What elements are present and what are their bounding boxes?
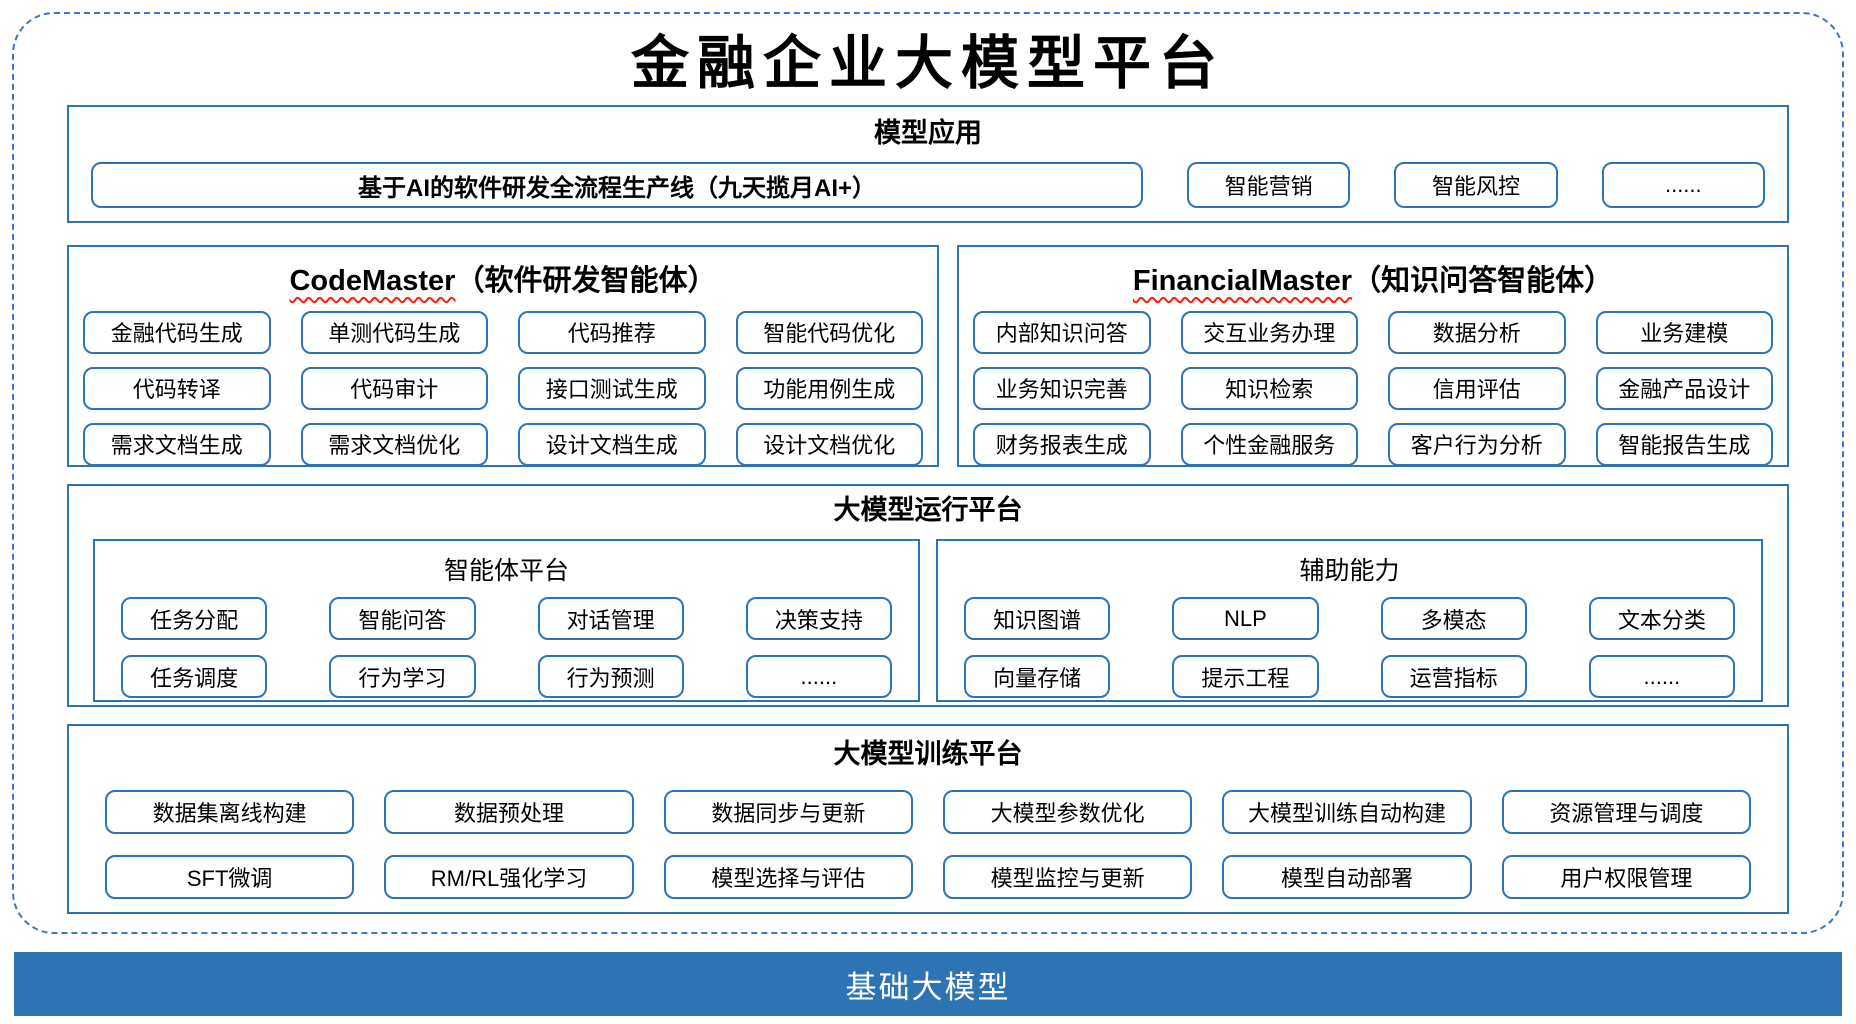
subpanel-agent-platform: 智能体平台 任务分配 智能问答 对话管理 决策支持任务调度 行为学习 行为预测...... <box>93 539 920 703</box>
codemaster-subtitle: （软件研发智能体） <box>455 264 717 297</box>
section-training-platform: 大模型训练平台 数据集离线构建数据预处理数据同步与更新大模型参数优化大模型训练自… <box>67 723 1789 914</box>
runtime-capability-box: 行为学习 <box>329 655 476 699</box>
training-capability-box: SFT微调 <box>105 855 355 900</box>
agent-capability-box: 交互业务办理 <box>1180 310 1358 354</box>
runtime-capability-box: 文本分类 <box>1588 597 1735 641</box>
agent-platform-items: 任务分配 智能问答 对话管理 决策支持任务调度 行为学习 行为预测...... <box>121 597 892 699</box>
codemaster-capabilities: 金融代码生成单测代码生成代码推荐智能代码优化代码转译代码审计接口测试生成功能用例… <box>83 310 923 466</box>
panel-codemaster-header: CodeMaster（软件研发智能体） <box>83 257 923 299</box>
apps-row: 基于AI的软件研发全流程生产线（九天揽月AI+） 智能营销智能风控...... <box>91 162 1765 209</box>
agent-capability-box: 需求文档优化 <box>300 422 488 466</box>
training-capability-box: 模型监控与更新 <box>942 855 1193 900</box>
subpanel-agent-platform-header: 智能体平台 <box>443 557 569 586</box>
runtime-capability-box: 多模态 <box>1380 597 1527 641</box>
financialmaster-capabilities: 内部知识问答交互业务办理数据分析业务建模业务知识完善知识检索信用评估金融产品设计… <box>973 310 1773 466</box>
agents-row: CodeMaster（软件研发智能体） 金融代码生成单测代码生成代码推荐智能代码… <box>67 244 1789 467</box>
training-capability-box: 大模型训练自动构建 <box>1222 790 1472 835</box>
section-training-header: 大模型训练平台 <box>833 738 1023 769</box>
agent-capability-box: 客户行为分析 <box>1388 422 1566 466</box>
training-capability-box: 数据预处理 <box>384 790 634 835</box>
training-items: 数据集离线构建数据预处理数据同步与更新大模型参数优化大模型训练自动构建资源管理与… <box>105 790 1751 900</box>
runtime-capability-box: 任务调度 <box>121 655 268 699</box>
runtime-capability-box: 任务分配 <box>121 597 268 641</box>
agent-capability-box: 设计文档生成 <box>518 422 706 466</box>
panel-codemaster: CodeMaster（软件研发智能体） 金融代码生成单测代码生成代码推荐智能代码… <box>67 244 939 467</box>
agent-capability-box: 接口测试生成 <box>518 366 706 410</box>
runtime-capability-box: 向量存储 <box>964 655 1111 699</box>
page-title: 金融企业大模型平台 <box>630 29 1225 97</box>
app-item-box: ...... <box>1601 162 1765 209</box>
agent-capability-box: 内部知识问答 <box>973 310 1151 354</box>
runtime-capability-box: 知识图谱 <box>964 597 1111 641</box>
training-capability-box: 用户权限管理 <box>1501 855 1751 900</box>
app-production-line-box: 基于AI的软件研发全流程生产线（九天揽月AI+） <box>91 162 1143 209</box>
agent-capability-box: 业务知识完善 <box>973 366 1151 410</box>
runtime-capability-box: 行为预测 <box>537 655 684 699</box>
training-capability-box: 数据集离线构建 <box>105 790 355 835</box>
codemaster-name: CodeMaster <box>289 264 456 297</box>
runtime-capability-box: 智能问答 <box>329 597 476 641</box>
agent-capability-box: 代码审计 <box>300 366 488 410</box>
subpanel-auxiliary-header: 辅助能力 <box>1299 557 1400 586</box>
runtime-capability-box: ...... <box>745 655 892 699</box>
base-model-bar: 基础大模型 <box>14 952 1842 1016</box>
platform-dashed-frame: 金融企业大模型平台 模型应用 基于AI的软件研发全流程生产线（九天揽月AI+） … <box>12 12 1844 934</box>
agent-capability-box: 业务建模 <box>1595 310 1773 354</box>
apps-items: 智能营销智能风控...... <box>1187 162 1765 209</box>
training-capability-box: 资源管理与调度 <box>1501 790 1751 835</box>
runtime-panels: 智能体平台 任务分配 智能问答 对话管理 决策支持任务调度 行为学习 行为预测......… <box>93 539 1763 703</box>
section-model-applications-header: 模型应用 <box>874 117 982 148</box>
section-runtime-header: 大模型运行平台 <box>833 494 1023 525</box>
section-runtime-platform: 大模型运行平台 智能体平台 任务分配 智能问答 对话管理 决策支持任务调度 行为学习 行为… <box>67 483 1789 707</box>
agent-capability-box: 金融代码生成 <box>83 310 271 354</box>
runtime-capability-box: 运营指标 <box>1380 655 1527 699</box>
training-capability-box: 数据同步与更新 <box>663 790 913 835</box>
agent-capability-box: 功能用例生成 <box>735 366 923 410</box>
agent-capability-box: 代码推荐 <box>518 310 706 354</box>
app-item-box: 智能营销 <box>1187 162 1351 209</box>
panel-financialmaster: FinancialMaster（知识问答智能体） 内部知识问答交互业务办理数据分… <box>957 244 1789 467</box>
panel-financialmaster-header: FinancialMaster（知识问答智能体） <box>973 257 1773 299</box>
agent-capability-box: 金融产品设计 <box>1595 366 1773 410</box>
subpanel-auxiliary-capabilities: 辅助能力 知识图谱 NLP 多模态 文本分类向量存储 提示工程 运营指标...... <box>936 539 1763 703</box>
agent-capability-box: 数据分析 <box>1388 310 1566 354</box>
agent-capability-box: 代码转译 <box>83 366 271 410</box>
agent-capability-box: 智能报告生成 <box>1595 422 1773 466</box>
agent-capability-box: 个性金融服务 <box>1180 422 1358 466</box>
training-capability-box: 模型自动部署 <box>1222 855 1472 900</box>
runtime-capability-box: 提示工程 <box>1172 655 1319 699</box>
financialmaster-name: FinancialMaster <box>1132 264 1353 297</box>
training-capability-box: 大模型参数优化 <box>942 790 1193 835</box>
training-capability-box: RM/RL强化学习 <box>384 855 634 900</box>
agent-capability-box: 设计文档优化 <box>735 422 923 466</box>
auxiliary-items: 知识图谱 NLP 多模态 文本分类向量存储 提示工程 运营指标...... <box>964 597 1735 699</box>
runtime-capability-box: 对话管理 <box>537 597 684 641</box>
runtime-capability-box: 决策支持 <box>745 597 892 641</box>
runtime-capability-box: NLP <box>1172 597 1319 641</box>
agent-capability-box: 知识检索 <box>1180 366 1358 410</box>
financialmaster-subtitle: （知识问答智能体） <box>1352 264 1614 297</box>
runtime-capability-box: ...... <box>1588 655 1735 699</box>
app-item-box: 智能风控 <box>1394 162 1558 209</box>
agent-capability-box: 信用评估 <box>1388 366 1566 410</box>
agent-capability-box: 财务报表生成 <box>973 422 1151 466</box>
agent-capability-box: 智能代码优化 <box>735 310 923 354</box>
agent-capability-box: 单测代码生成 <box>300 310 488 354</box>
training-capability-box: 模型选择与评估 <box>663 855 913 900</box>
agent-capability-box: 需求文档生成 <box>83 422 271 466</box>
section-model-applications: 模型应用 基于AI的软件研发全流程生产线（九天揽月AI+） 智能营销智能风控..… <box>67 104 1789 223</box>
